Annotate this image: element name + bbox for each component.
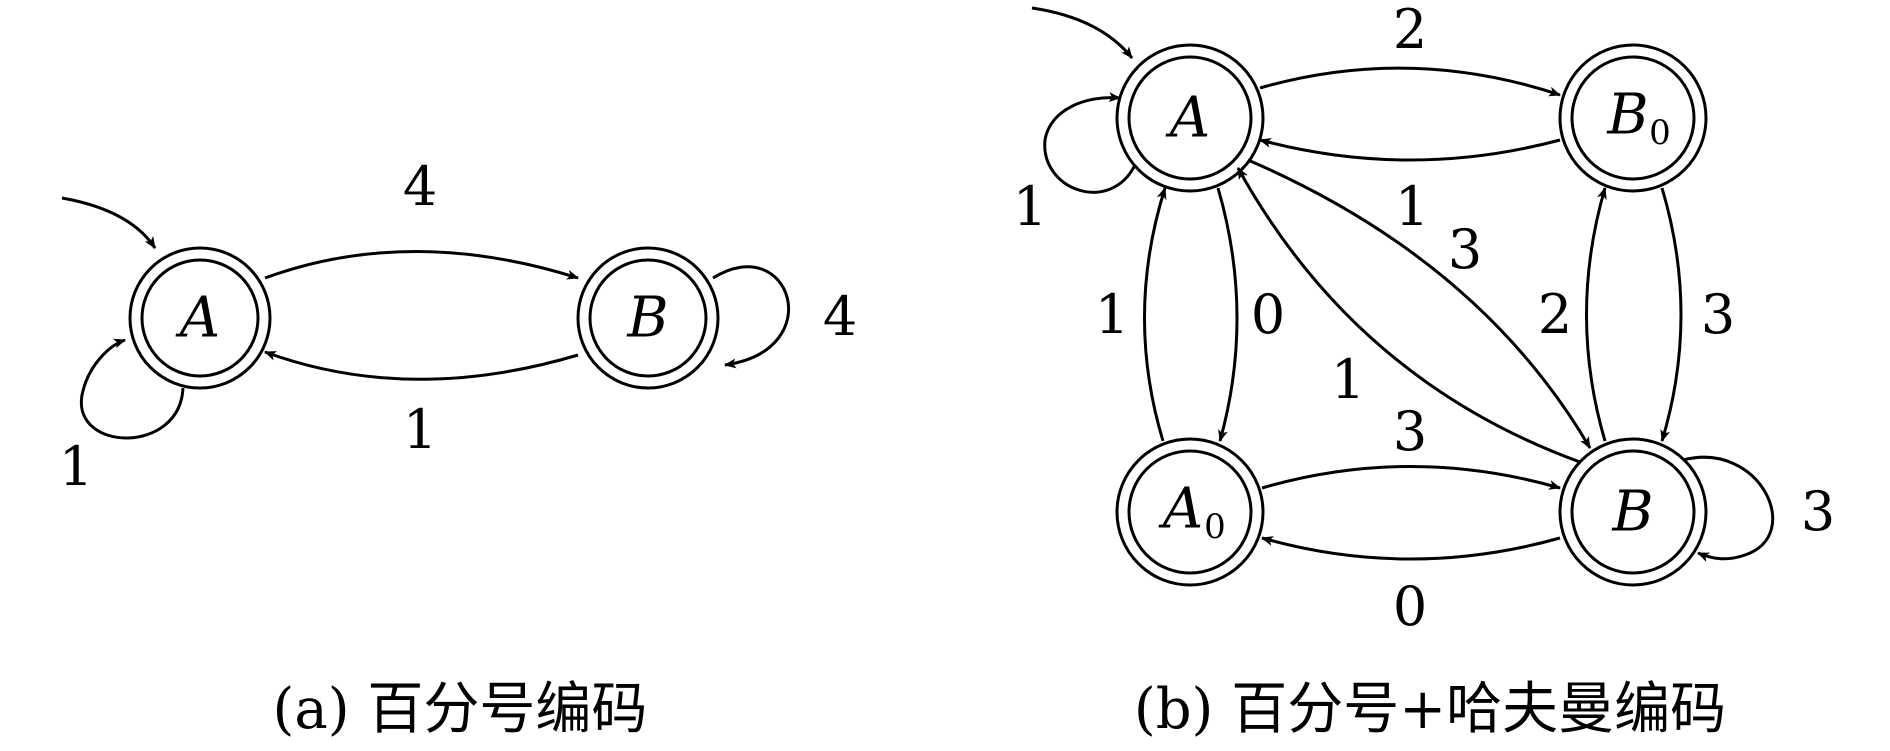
state-b-a0-label: A bbox=[1158, 477, 1203, 542]
state-b-b-node: B bbox=[1558, 437, 1708, 587]
start-arrow-a bbox=[61, 196, 157, 249]
edge-label-b-a-to-b0: 2 bbox=[1393, 0, 1427, 61]
edge-label-a-to-b: 4 bbox=[403, 155, 437, 218]
loop-a bbox=[79, 338, 185, 440]
state-b-a0-node: A 0 bbox=[1115, 437, 1265, 587]
state-b-b-label: B bbox=[1611, 480, 1653, 545]
state-b-node: B bbox=[576, 246, 720, 390]
diagram-b: A B 0 A 0 B bbox=[1013, 0, 1835, 742]
loop-b-a bbox=[1043, 92, 1137, 194]
edge-b-b-to-a0 bbox=[1261, 536, 1561, 561]
start-arrow-b bbox=[1031, 6, 1134, 59]
edge-b-a-to-b0 bbox=[1259, 66, 1561, 97]
edge-label-loop-a: 1 bbox=[59, 435, 93, 498]
state-b-b0-label: B bbox=[1606, 83, 1648, 148]
edge-b-b0-to-a bbox=[1259, 138, 1561, 162]
loop-b-b bbox=[1682, 456, 1775, 562]
edge-b-a0-to-a bbox=[1143, 187, 1167, 442]
edge-label-b-loop-a: 1 bbox=[1013, 175, 1047, 238]
edge-b-to-a bbox=[264, 350, 579, 381]
edge-b-a0-to-b bbox=[1261, 465, 1561, 490]
state-b-label: B bbox=[626, 286, 668, 351]
edge-label-b-a-to-b: 1 bbox=[1395, 175, 1429, 238]
edge-label-b-loop-b: 3 bbox=[1801, 480, 1835, 543]
loop-b bbox=[712, 265, 791, 369]
state-b-b0-subscript: 0 bbox=[1649, 113, 1671, 153]
edge-label-b-b0-to-b: 3 bbox=[1701, 283, 1735, 346]
state-b-a0-subscript: 0 bbox=[1204, 507, 1226, 547]
edge-b-b-to-a bbox=[1236, 167, 1581, 464]
edge-label-b-a0-to-b: 3 bbox=[1393, 400, 1427, 463]
edge-label-b-b-to-a-lower: 1 bbox=[1331, 348, 1365, 411]
edge-label-b-a-to-a0: 0 bbox=[1251, 283, 1285, 346]
edge-label-b-to-a: 1 bbox=[403, 398, 437, 461]
edge-label-b-b-to-a0: 0 bbox=[1393, 575, 1427, 638]
state-a-node: A bbox=[128, 246, 272, 390]
edge-b-b0-to-b bbox=[1660, 187, 1683, 442]
caption-b: (b) 百分号+哈夫曼编码 bbox=[1134, 677, 1726, 742]
edge-label-b-b-to-b0: 2 bbox=[1538, 283, 1572, 346]
state-a-label: A bbox=[175, 286, 220, 351]
edge-label-b-a0-to-a: 1 bbox=[1095, 283, 1129, 346]
edge-b-a-to-b bbox=[1247, 158, 1592, 449]
edge-a-to-b bbox=[264, 250, 579, 280]
edge-label-loop-b: 4 bbox=[823, 285, 857, 348]
edge-b-b-to-b0 bbox=[1585, 187, 1607, 442]
state-b-a-label: A bbox=[1165, 86, 1210, 151]
edge-b-a-to-a0 bbox=[1216, 187, 1239, 442]
state-b-b0-node: B 0 bbox=[1558, 43, 1708, 193]
diagram-a: A B 4 1 1 4 (a) 百分号编码 bbox=[59, 155, 857, 742]
state-b-a-node: A bbox=[1115, 43, 1265, 193]
edge-label-b-b-to-a-upper: 3 bbox=[1448, 218, 1482, 281]
caption-a: (a) 百分号编码 bbox=[273, 677, 648, 742]
